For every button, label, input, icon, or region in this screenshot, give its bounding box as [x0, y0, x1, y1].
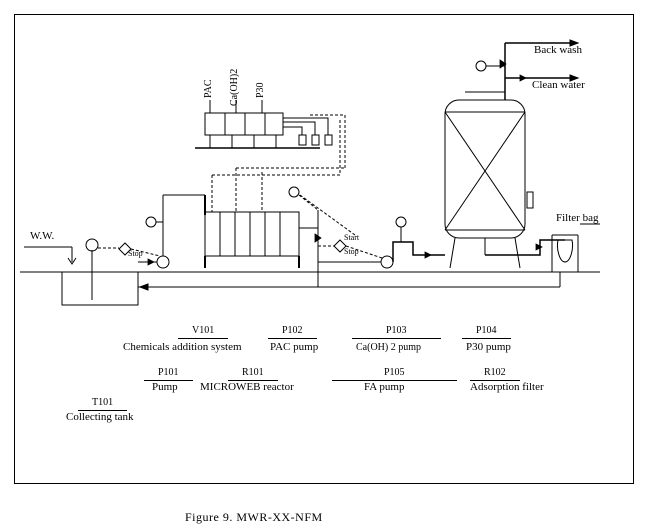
- microweb-reactor-r101: [204, 211, 300, 257]
- label-filter-bag: Filter bag: [556, 212, 599, 224]
- label-start: Start: [344, 233, 360, 242]
- float-switch-1: [118, 242, 132, 256]
- legend-name-t101: Collecting tank: [66, 411, 134, 423]
- legend-code-r101: R101: [228, 367, 278, 381]
- legend-code-t101: T101: [78, 397, 128, 411]
- label-clean-water: Clean water: [532, 79, 585, 91]
- legend-name-p101: Pump: [152, 381, 178, 393]
- float-switch-2: [333, 239, 347, 253]
- legend-name-p105: FA pump: [364, 381, 405, 393]
- diagram-frame: [14, 14, 634, 484]
- filter-bag: [557, 239, 573, 263]
- legend-code-v101: V101: [178, 325, 229, 339]
- label-p30: P30: [255, 82, 266, 98]
- legend-name-p102: PAC pump: [270, 341, 319, 353]
- legend-name-v101: Chemicals addition system: [123, 341, 242, 353]
- pump-p101: [156, 255, 170, 269]
- p30-pump-p104: [324, 134, 333, 146]
- label-pac: PAC: [203, 79, 214, 98]
- valve-2: [424, 251, 432, 259]
- fa-pump-p105: [380, 255, 394, 269]
- pressure-gauge-4: [475, 60, 487, 72]
- chemicals-addition-system-v101: [204, 112, 284, 136]
- caoh2-pump-p103: [311, 134, 320, 146]
- legend-code-p102: P102: [268, 325, 317, 339]
- legend-name-p103: Ca(OH) 2 pump: [356, 342, 421, 353]
- label-ww: W.W.: [30, 230, 55, 242]
- valve-3: [535, 243, 543, 251]
- figure-caption: Figure 9. MWR-XX-NFM: [185, 510, 323, 524]
- pressure-gauge-3: [395, 216, 407, 228]
- legend-name-r101: MICROWEB reactor: [200, 381, 294, 393]
- label-back-wash: Back wash: [534, 44, 582, 56]
- label-stop-2: Stop: [344, 247, 359, 256]
- pressure-gauge-1: [145, 216, 157, 228]
- valve-5: [519, 74, 527, 82]
- valve-6: [147, 258, 155, 266]
- legend-code-p103: P103: [352, 325, 441, 339]
- legend-name-r102: Adsorption filter: [470, 381, 544, 393]
- label-caoh2: Ca(OH)2: [229, 68, 240, 106]
- legend-code-p105: P105: [332, 367, 457, 381]
- legend-name-p104: P30 pump: [466, 341, 511, 353]
- legend-code-r102: R102: [470, 367, 520, 381]
- level-switch: [85, 238, 99, 252]
- legend-code-p101: P101: [144, 367, 193, 381]
- legend-code-p104: P104: [462, 325, 511, 339]
- adsorption-filter-r102: [444, 99, 526, 239]
- pressure-gauge-2: [288, 186, 300, 198]
- valve-4: [499, 59, 507, 69]
- pac-pump-p102: [298, 134, 307, 146]
- valve-1: [314, 233, 322, 243]
- collecting-tank-t101: [61, 272, 139, 306]
- label-stop-1: Stop: [128, 249, 143, 258]
